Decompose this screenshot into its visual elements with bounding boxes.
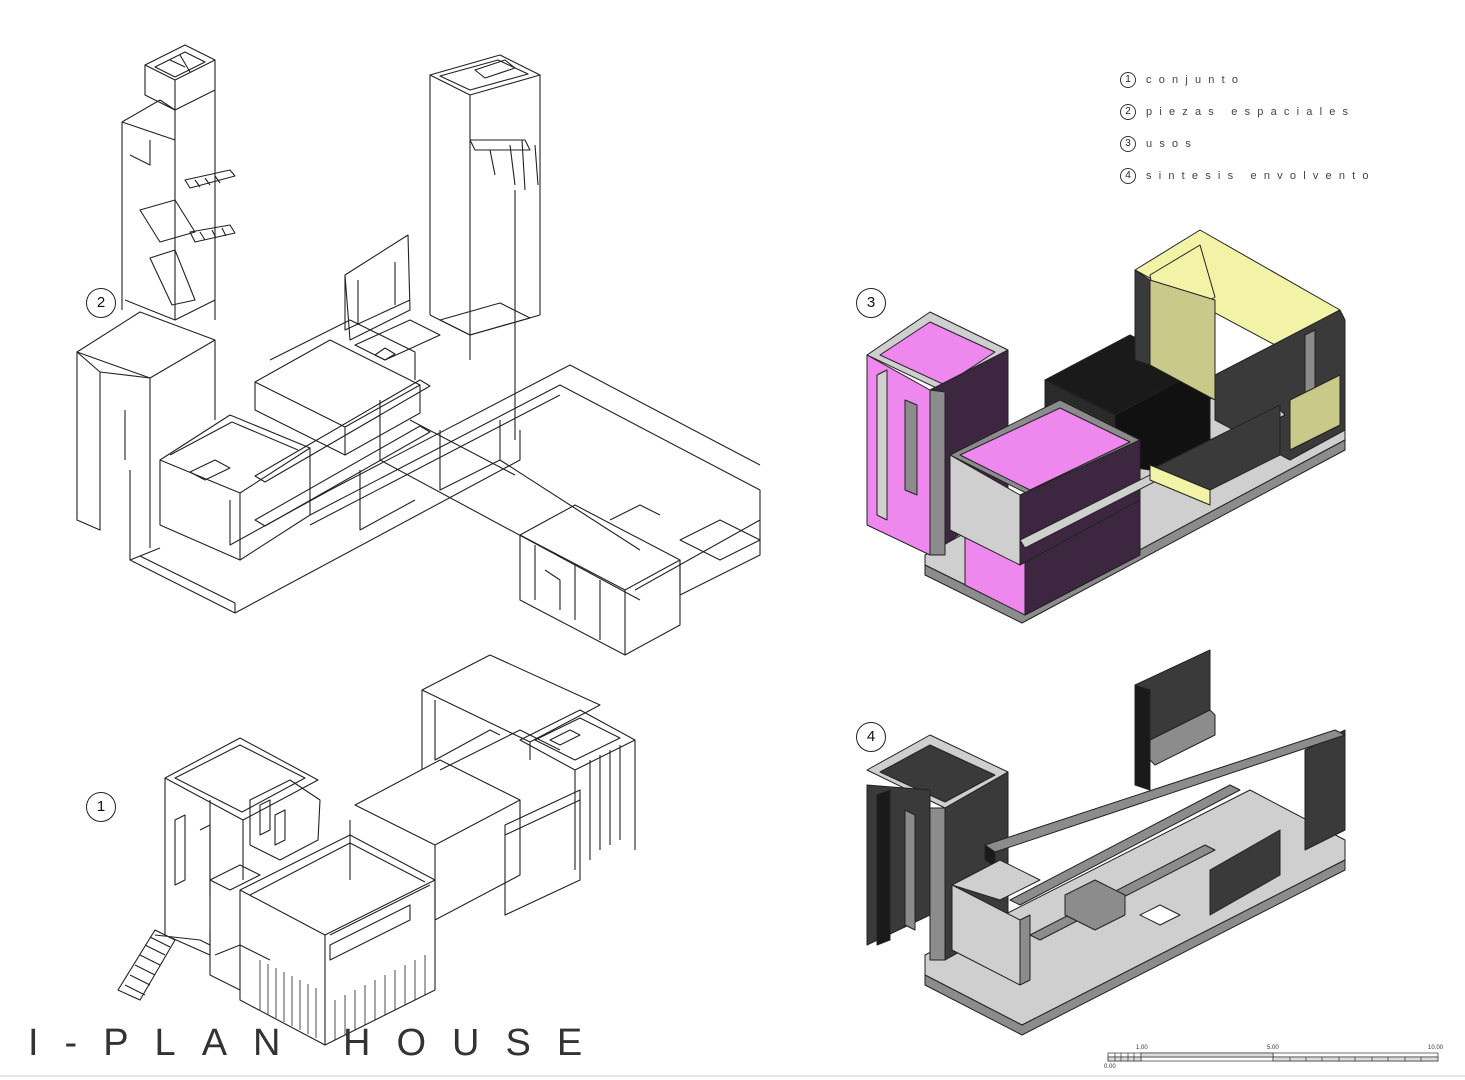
- legend-item: 3 usos: [1120, 128, 1440, 160]
- sheet-title: I-PLAN HOUSE: [28, 1022, 609, 1064]
- scale-label-0: 0.00: [1104, 1064, 1116, 1070]
- scale-label-1: 1.00: [1136, 1045, 1148, 1051]
- legend-number: 1: [1120, 72, 1136, 88]
- marker-1: 1: [86, 792, 116, 822]
- legend-item: 1 conjunto: [1120, 64, 1440, 96]
- legend-item: 2 piezas espaciales: [1120, 96, 1440, 128]
- legend-label: sintesis envolvento: [1146, 170, 1376, 182]
- legend-label: usos: [1146, 138, 1199, 150]
- axonometric-2-wireframe: [76, 44, 761, 656]
- legend-item: 4 sintesis envolvento: [1120, 160, 1440, 192]
- legend: 1 conjunto 2 piezas espaciales 3 usos 4 …: [1120, 64, 1440, 192]
- scale-label-10: 10.00: [1428, 1045, 1444, 1051]
- scale-label-5: 5.00: [1267, 1045, 1279, 1051]
- axonometric-1-assembly: [117, 654, 636, 1046]
- axonometric-4-envelope: [866, 649, 1346, 1036]
- marker-3: 3: [856, 288, 886, 318]
- scale-bar: [1107, 1052, 1439, 1062]
- legend-number: 4: [1120, 168, 1136, 184]
- legend-number: 2: [1120, 104, 1136, 120]
- marker-2: 2: [86, 288, 116, 318]
- legend-label: piezas espaciales: [1146, 106, 1356, 118]
- legend-number: 3: [1120, 136, 1136, 152]
- marker-4: 4: [856, 722, 886, 752]
- axonometric-3-uses: [866, 229, 1346, 624]
- legend-label: conjunto: [1146, 74, 1246, 86]
